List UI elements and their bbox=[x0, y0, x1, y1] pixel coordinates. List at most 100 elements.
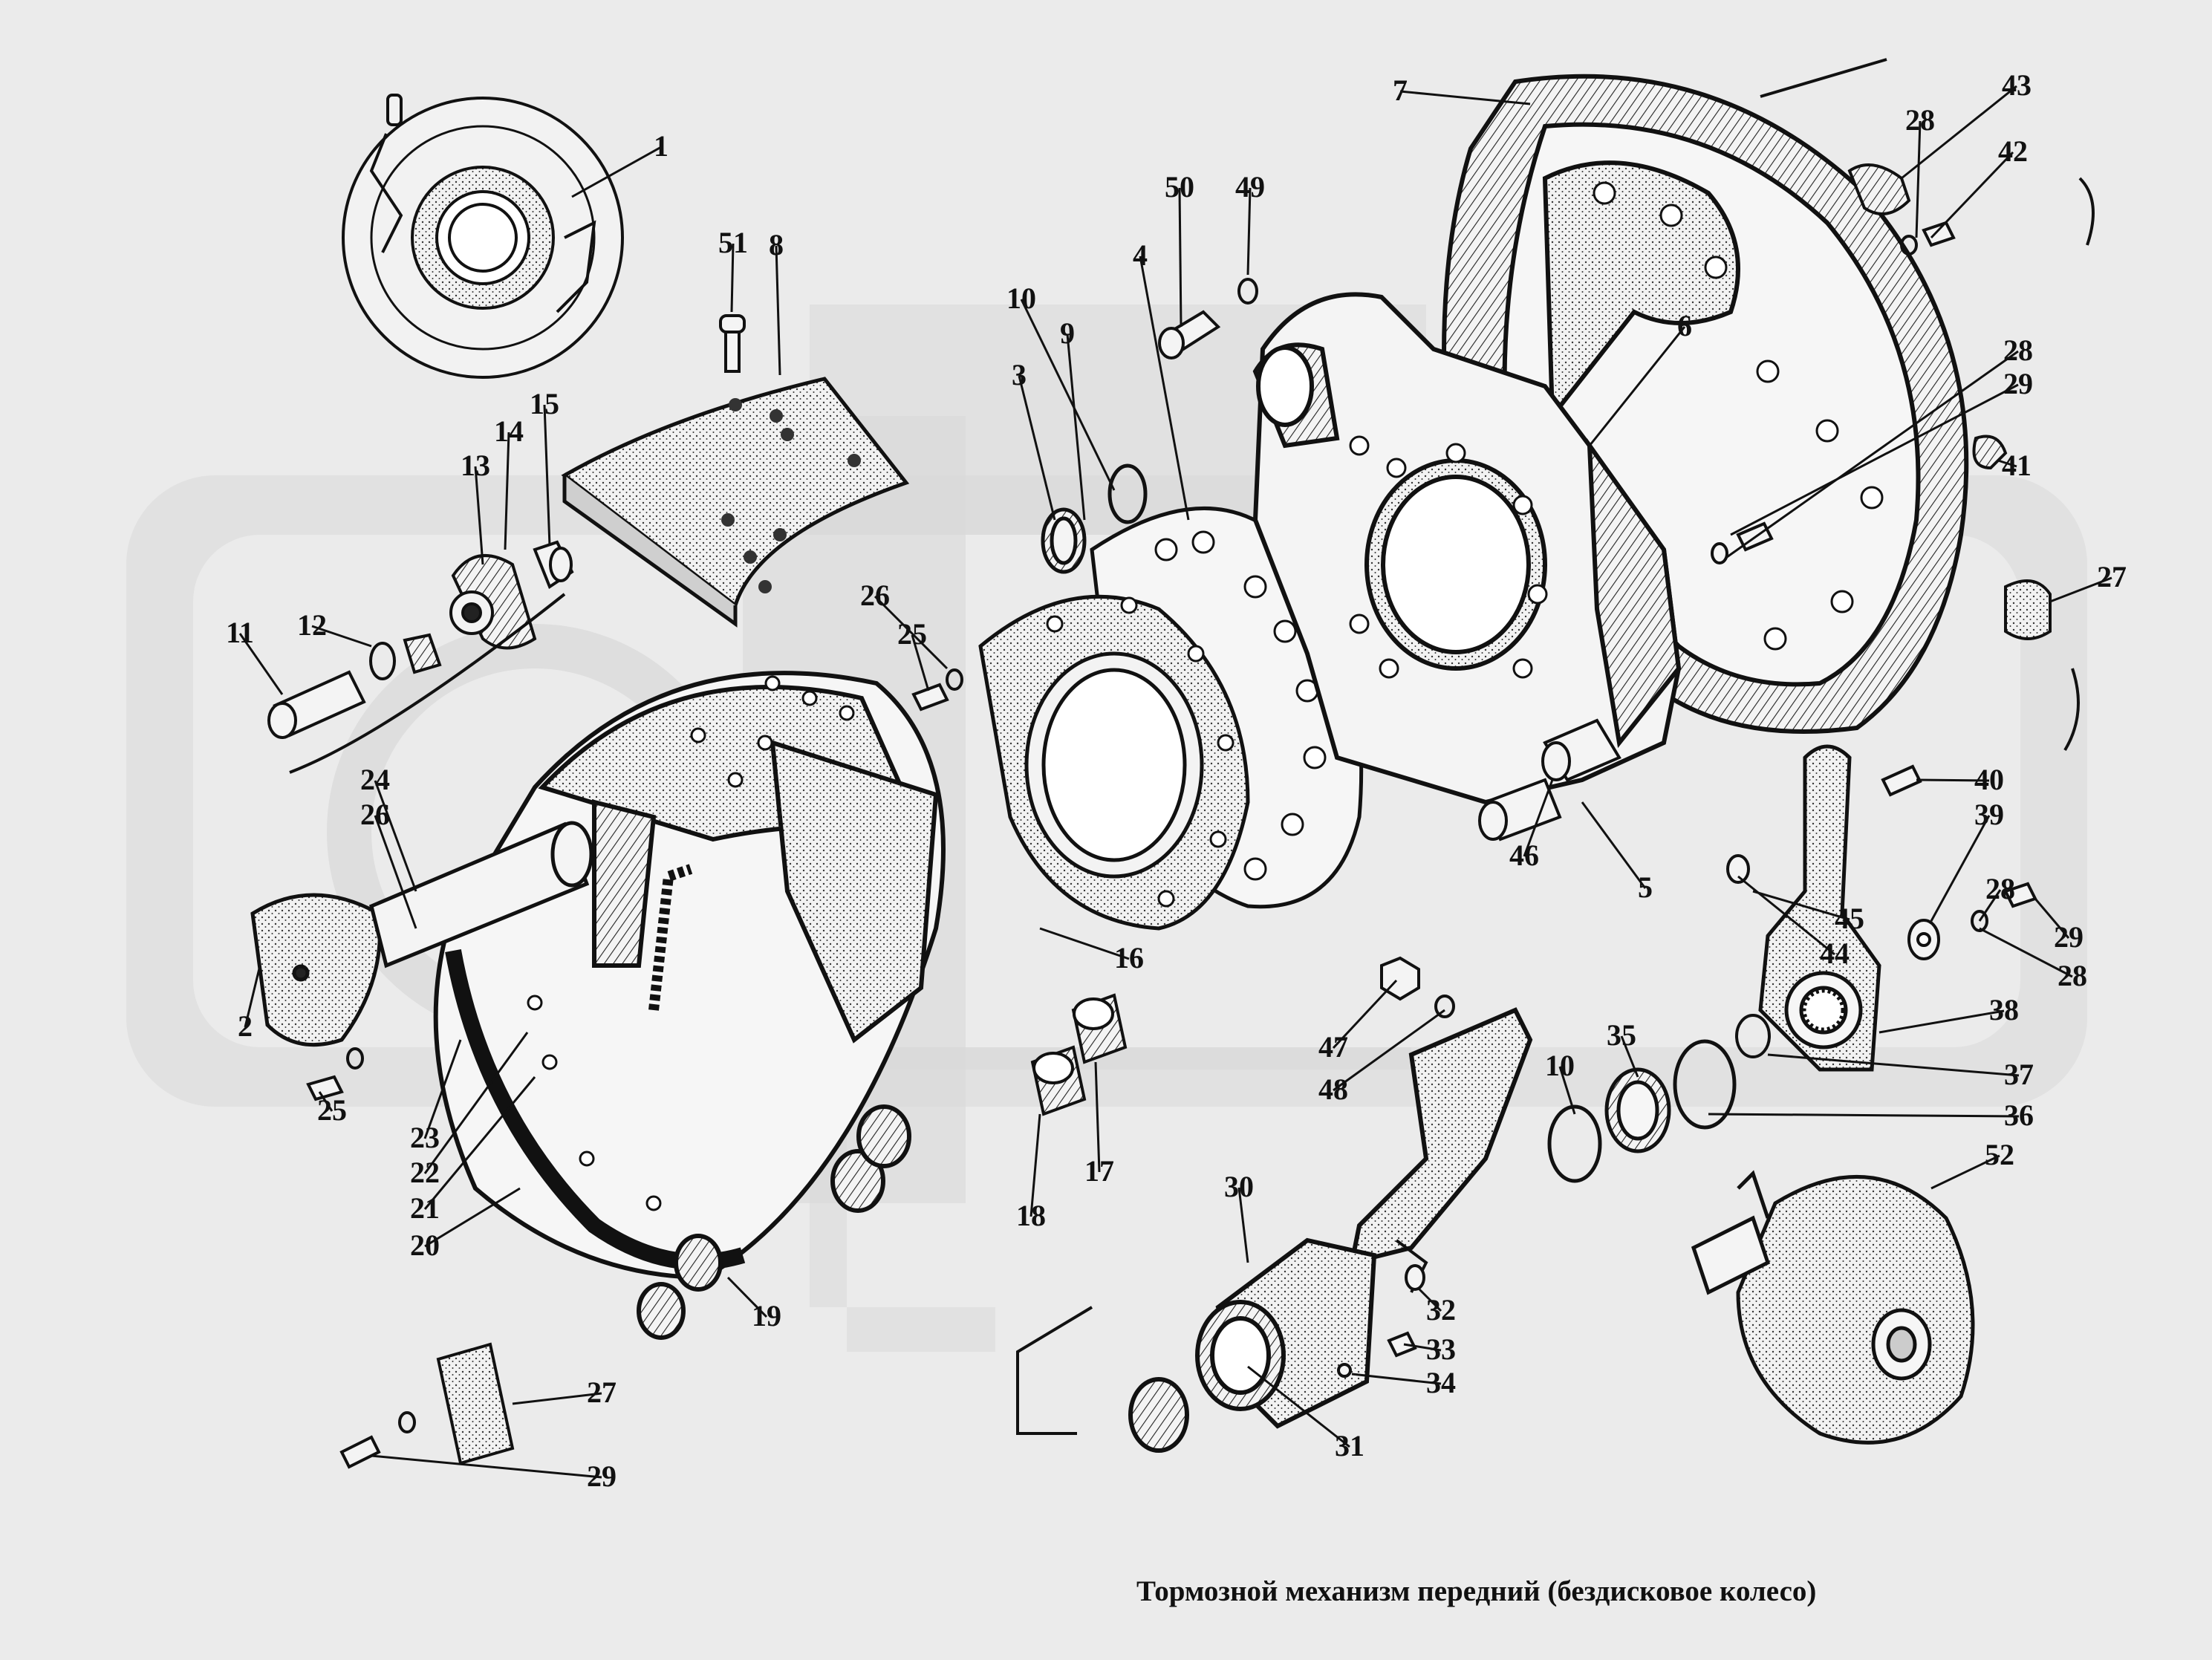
callout-label-29: 29 bbox=[2003, 367, 2033, 400]
callout-leader-line bbox=[1029, 1113, 1041, 1217]
bushings bbox=[1030, 993, 1128, 1116]
callout-label-27: 27 bbox=[587, 1376, 617, 1409]
callout-label-23: 23 bbox=[410, 1121, 440, 1154]
callout-leader-line bbox=[2049, 576, 2112, 603]
callout-label-45: 45 bbox=[1835, 902, 1864, 935]
callout-label-26: 26 bbox=[360, 798, 390, 831]
callout-label-27: 27 bbox=[2097, 560, 2127, 593]
callout-leader-line bbox=[1581, 801, 1647, 889]
callout-label-51: 51 bbox=[718, 226, 748, 259]
callout-leader-line bbox=[1588, 326, 1686, 446]
callout-leader-line bbox=[1978, 889, 2002, 922]
callout-label-37: 37 bbox=[2004, 1058, 2034, 1091]
bushing-and-ring bbox=[369, 633, 442, 680]
callout-label-21: 21 bbox=[410, 1191, 440, 1225]
callout-leader-line bbox=[1094, 1061, 1101, 1173]
plates-27 bbox=[436, 579, 2052, 1465]
callout-label-29: 29 bbox=[587, 1459, 617, 1493]
callout-leader-line bbox=[1930, 815, 1991, 922]
callout-label-20: 20 bbox=[410, 1228, 440, 1262]
callout-leader-line bbox=[504, 432, 510, 550]
callout-leader-line bbox=[1039, 927, 1130, 960]
callout-leader-line bbox=[1020, 299, 1116, 491]
camshaft bbox=[250, 821, 593, 1047]
callout-label-10: 10 bbox=[1545, 1049, 1575, 1082]
callout-leader-line bbox=[318, 1091, 334, 1112]
bracket-lines bbox=[289, 58, 2095, 1435]
callout-label-31: 31 bbox=[1335, 1429, 1364, 1462]
callout-leader-line bbox=[1247, 1365, 1350, 1448]
callout-label-26: 26 bbox=[860, 579, 890, 612]
callout-leader-line bbox=[1916, 778, 1990, 782]
callout-label-1: 1 bbox=[654, 129, 669, 163]
callout-leader-line bbox=[238, 633, 284, 695]
callout-leader-line bbox=[726, 1276, 768, 1318]
brake-chamber bbox=[1691, 1170, 1975, 1445]
callout-label-9: 9 bbox=[1060, 316, 1075, 350]
callout-leader-line bbox=[1930, 151, 2014, 239]
callout-label-12: 12 bbox=[297, 608, 327, 642]
callout-leader-line bbox=[1139, 255, 1190, 521]
callout-label-52: 52 bbox=[1985, 1138, 2014, 1171]
roller-assembly bbox=[449, 540, 574, 650]
slack-adjuster bbox=[1758, 744, 1881, 1072]
callout-label-15: 15 bbox=[530, 387, 559, 420]
callout-label-30: 30 bbox=[1224, 1170, 1254, 1203]
seal-rings bbox=[1041, 463, 1148, 574]
callout-leader-line bbox=[244, 965, 261, 1028]
callout-label-24: 24 bbox=[360, 763, 390, 796]
callout-leader-line bbox=[775, 245, 781, 376]
callout-leader-line bbox=[423, 1032, 529, 1174]
callout-label-33: 33 bbox=[1426, 1332, 1456, 1366]
callout-leader-line bbox=[1523, 779, 1554, 857]
callout-label-46: 46 bbox=[1509, 839, 1539, 872]
callout-label-35: 35 bbox=[1607, 1018, 1636, 1052]
callout-label-38: 38 bbox=[1989, 993, 2019, 1026]
callout-label-3: 3 bbox=[1012, 358, 1027, 391]
callout-label-4: 4 bbox=[1133, 238, 1148, 272]
callout-label-28: 28 bbox=[1905, 103, 1935, 137]
callout-label-36: 36 bbox=[2004, 1098, 2034, 1132]
callout-label-6: 6 bbox=[1677, 309, 1692, 342]
callout-leader-line bbox=[1979, 927, 2073, 978]
callout-label-14: 14 bbox=[494, 414, 524, 448]
callout-leader-line bbox=[1237, 1187, 1249, 1263]
callout-leader-line bbox=[730, 243, 735, 313]
callout-leader-line bbox=[512, 1392, 602, 1405]
callout-leader-line bbox=[423, 1076, 536, 1210]
callout-leader-line bbox=[1730, 383, 2019, 536]
callout-label-19: 19 bbox=[752, 1299, 781, 1332]
callout-leader-line bbox=[1399, 90, 1531, 105]
callout-label-39: 39 bbox=[1974, 798, 2004, 831]
callout-label-48: 48 bbox=[1318, 1073, 1348, 1106]
callout-leader-line bbox=[1997, 459, 2017, 468]
callout-label-28: 28 bbox=[2058, 959, 2087, 992]
callout-leader-line bbox=[1558, 1066, 1576, 1115]
callout-label-44: 44 bbox=[1820, 937, 1850, 970]
bearing-rings bbox=[1547, 1039, 1737, 1183]
callout-leader-line bbox=[423, 1039, 462, 1139]
callout-leader-line bbox=[1726, 350, 2019, 559]
callout-leader-line bbox=[1333, 1009, 1445, 1092]
diagram-caption: Тормозной механизм передний (бездисковое… bbox=[1136, 1575, 1817, 1607]
callout-label-11: 11 bbox=[226, 616, 254, 649]
callout-leader-line bbox=[1752, 890, 1850, 921]
callout-label-22: 22 bbox=[410, 1156, 440, 1189]
callout-leader-line bbox=[1403, 1343, 1442, 1352]
callout-label-8: 8 bbox=[769, 228, 784, 261]
callout-leader-line bbox=[1417, 1287, 1442, 1312]
rivet bbox=[719, 314, 746, 373]
bolts-bottom-left bbox=[306, 668, 963, 1469]
callout-label-28: 28 bbox=[1985, 872, 2015, 905]
callout-label-16: 16 bbox=[1114, 941, 1144, 974]
callout-leader-line bbox=[1737, 875, 1835, 956]
callout-leader-line bbox=[1018, 375, 1056, 521]
adjuster-parts bbox=[1726, 764, 1940, 1058]
callout-leader-line bbox=[374, 780, 417, 892]
callout-leader-line bbox=[1178, 187, 1183, 328]
callout-label-40: 40 bbox=[1974, 763, 2004, 796]
callout-label-28: 28 bbox=[2003, 333, 2033, 367]
callout-label-13: 13 bbox=[461, 449, 490, 482]
